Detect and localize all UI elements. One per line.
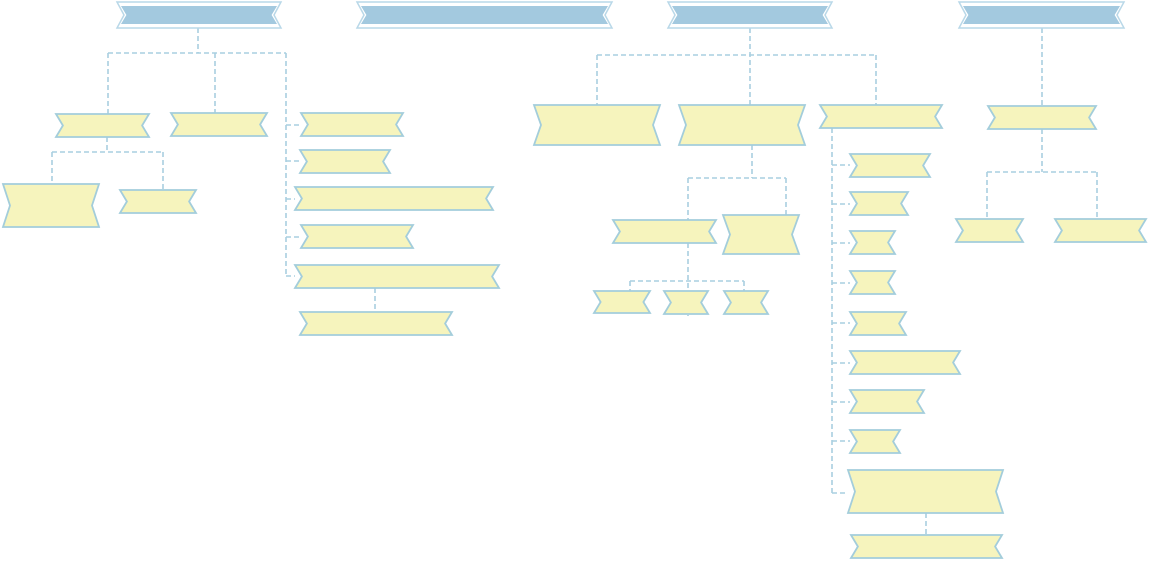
root-node-fill <box>121 6 277 24</box>
root-node-fill <box>361 6 608 24</box>
topic-node-shape <box>299 224 415 249</box>
topic-node-shape <box>848 350 962 375</box>
root-node[interactable] <box>115 1 283 29</box>
topic-node[interactable] <box>848 153 932 178</box>
topic-node[interactable] <box>662 290 710 315</box>
topic-node[interactable] <box>118 189 198 214</box>
topic-node[interactable] <box>293 264 501 289</box>
topic-node[interactable] <box>299 224 415 249</box>
topic-node[interactable] <box>848 389 926 414</box>
topic-node[interactable] <box>54 113 151 138</box>
topic-node-shape <box>54 113 151 138</box>
topic-node[interactable] <box>169 112 269 137</box>
topic-node-shape <box>298 149 392 174</box>
topic-node-shape <box>848 389 926 414</box>
root-node[interactable] <box>666 1 834 29</box>
root-node-fill <box>672 6 828 24</box>
topic-node[interactable] <box>592 290 652 314</box>
topic-node[interactable] <box>848 311 908 336</box>
topic-node[interactable] <box>848 191 910 216</box>
topic-node[interactable] <box>846 469 1005 514</box>
topic-node[interactable] <box>298 149 392 174</box>
topic-node[interactable] <box>1 183 101 228</box>
topic-node-shape <box>846 469 1005 514</box>
topic-node[interactable] <box>848 230 897 255</box>
topic-node[interactable] <box>721 214 801 255</box>
topic-node-shape <box>611 219 718 244</box>
topic-node-shape <box>954 218 1025 243</box>
topic-node[interactable] <box>849 534 1004 559</box>
topic-node-shape <box>1 183 101 228</box>
topic-node-shape <box>532 104 662 146</box>
topic-node[interactable] <box>848 429 902 454</box>
topic-node-shape <box>677 104 807 146</box>
topic-node-shape <box>592 290 652 314</box>
topic-node[interactable] <box>677 104 807 146</box>
topic-node-shape <box>293 264 501 289</box>
topic-node[interactable] <box>532 104 662 146</box>
topic-node[interactable] <box>1053 218 1148 243</box>
topic-node-shape <box>848 311 908 336</box>
root-node-fill <box>963 6 1120 24</box>
topic-node[interactable] <box>848 350 962 375</box>
topic-node-shape <box>848 191 910 216</box>
topic-node-shape <box>721 214 801 255</box>
topic-node-shape <box>986 105 1098 130</box>
topic-node-shape <box>662 290 710 315</box>
topic-node[interactable] <box>611 219 718 244</box>
topic-node[interactable] <box>954 218 1025 243</box>
topic-node-shape <box>118 189 198 214</box>
topic-node[interactable] <box>848 270 897 295</box>
topic-node-shape <box>848 230 897 255</box>
root-node[interactable] <box>957 1 1126 29</box>
root-node[interactable] <box>355 1 614 29</box>
topic-node-shape <box>848 270 897 295</box>
topic-node-shape <box>298 311 454 336</box>
topic-node-shape <box>293 186 495 211</box>
topic-node[interactable] <box>722 290 770 315</box>
topic-node[interactable] <box>298 311 454 336</box>
topic-node-shape <box>169 112 269 137</box>
topic-node-shape <box>818 104 944 129</box>
topic-node-shape <box>1053 218 1148 243</box>
topic-node-shape <box>848 429 902 454</box>
topic-node-shape <box>722 290 770 315</box>
topic-node-shape <box>299 112 405 137</box>
topic-node[interactable] <box>818 104 944 129</box>
topic-node[interactable] <box>299 112 405 137</box>
topic-node[interactable] <box>293 186 495 211</box>
topic-node-shape <box>849 534 1004 559</box>
topic-node[interactable] <box>986 105 1098 130</box>
connector-layer <box>51 28 1098 535</box>
topic-node-shape <box>848 153 932 178</box>
